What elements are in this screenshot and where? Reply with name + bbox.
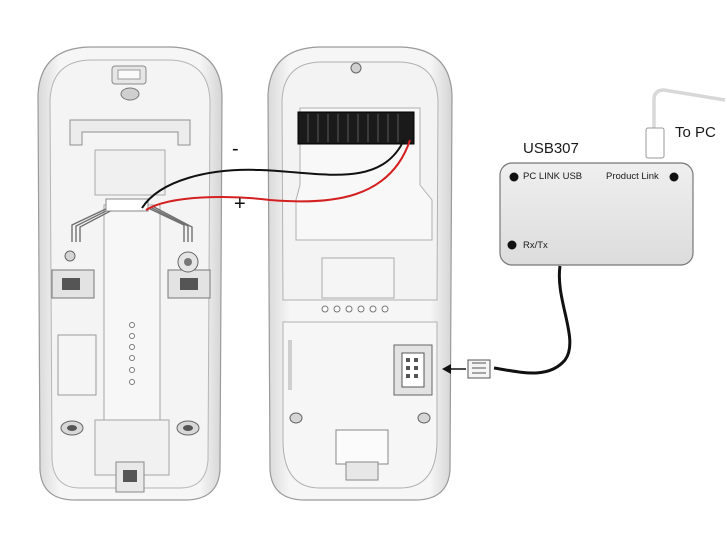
plus-label: + [234, 193, 246, 215]
back-housing [37, 46, 223, 501]
to-pc-label: To PC [675, 124, 716, 141]
module-title: USB307 [523, 140, 579, 157]
rx-tx-label: Rx/Tx [523, 240, 548, 251]
usb-cable [645, 88, 726, 159]
power-wires [141, 139, 411, 211]
minus-label: - [232, 138, 239, 160]
front-housing [267, 46, 453, 501]
link-cable [442, 265, 572, 379]
product-link-label: Product Link [606, 171, 659, 182]
usb307-module [499, 162, 694, 266]
pc-link-usb-label: PC LINK USB [523, 171, 583, 182]
